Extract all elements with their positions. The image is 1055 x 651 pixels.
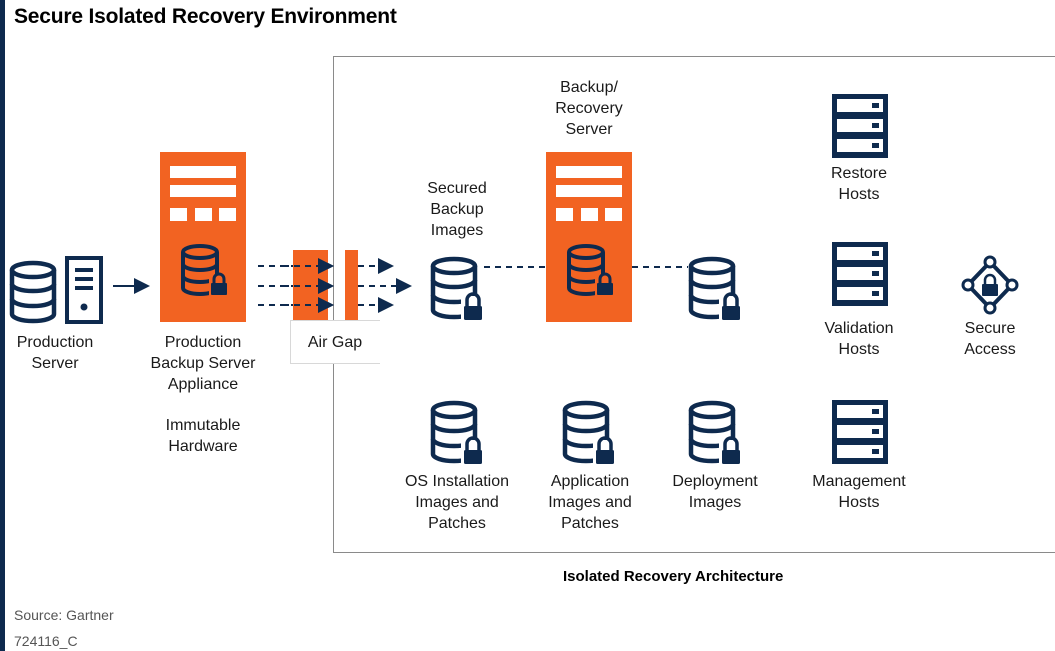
figure-id: 724116_C (14, 633, 78, 649)
restore-hosts-label: Restore Hosts (830, 165, 888, 203)
immutable-hardware-label: Immutable Hardware (165, 417, 241, 455)
deployment-images-database-icon (691, 403, 745, 468)
validation-hosts-label: Validation Hosts (824, 320, 894, 358)
air-gap-label: Air Gap (307, 334, 363, 351)
secured-backup-label: Secured Backup Images (427, 180, 487, 239)
recovery-database-icon (691, 259, 745, 324)
deployment-images-label: Deployment Images (672, 473, 758, 511)
architecture-label: Isolated Recovery Architecture (563, 568, 784, 585)
production-server-database-icon (12, 263, 54, 321)
application-images-database-icon (565, 403, 619, 468)
secure-access-label: Secure Access (964, 320, 1016, 358)
source-note: Source: Gartner (14, 607, 114, 623)
management-hosts-label: Management Hosts (812, 473, 906, 511)
air-gap-outbound-arrows (283, 258, 412, 313)
production-server-tower-icon (65, 256, 103, 324)
air-gap-label-box (290, 320, 380, 364)
os-images-label: OS Installation Images and Patches (404, 473, 510, 532)
backup-recovery-server-icon (544, 150, 634, 324)
air-gap-barrier-icon (293, 250, 358, 322)
left-accent-bar (0, 0, 5, 651)
production-server-label: Production Server (16, 334, 94, 372)
os-images-database-icon (433, 403, 487, 468)
management-hosts-rack-icon (832, 400, 888, 464)
application-images-label: Application Images and Patches (548, 473, 632, 532)
secured-backup-database-icon (433, 259, 487, 324)
production-backup-appliance-icon (158, 150, 248, 324)
production-backup-label: Production Backup Server Appliance (150, 334, 256, 393)
restore-hosts-rack-icon (832, 94, 888, 158)
backup-recovery-label: Backup/ Recovery Server (555, 79, 623, 138)
validation-hosts-rack-icon (832, 242, 888, 306)
secure-access-icon (961, 255, 1019, 315)
diagram-title: Secure Isolated Recovery Environment (14, 5, 397, 28)
